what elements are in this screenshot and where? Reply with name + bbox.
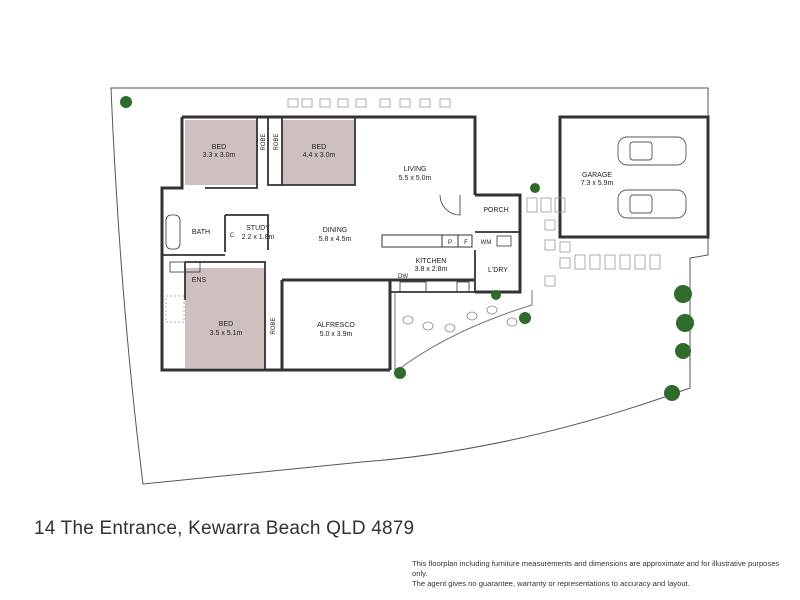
dw-label: DW [398,274,408,280]
disclaimer: This floorplan including furniture measu… [412,559,792,589]
ensuite-vanity [169,261,201,273]
porch-door [439,194,461,216]
alfresco-name: ALFRESCO [317,322,355,329]
bed-3-name: BED [219,321,233,328]
property-address: 14 The Entrance, Kewarra Beach QLD 4879 [34,518,415,539]
garage-dims: 7.3 x 5.9m [581,180,614,187]
lot-boundary [110,87,709,485]
bed-3-area [185,268,265,368]
disclaimer-line-2: The agent gives no guarantee, warranty o… [412,579,690,588]
living-name: LIVING [404,166,427,173]
kitchen-name: KITCHEN [416,258,447,265]
bathtub [165,214,181,250]
stepping-stones [402,305,518,333]
living-dims: 5.5 x 5.0m [399,175,432,182]
study-dims: 2.2 x 1.8m [242,234,275,241]
shrub-icon [120,96,694,401]
bed-1-area [185,120,257,185]
bath-name: BATH [192,229,210,236]
garage-name: GARAGE [582,172,612,179]
dining-dims: 5.8 x 4.5m [319,236,352,243]
garden-edge [394,290,533,374]
window-paving-top [287,98,451,108]
robe-1-label: ROBE [261,133,267,150]
wm-label: WM [481,240,492,246]
bed-2-area [282,120,354,185]
ens-name: ENS [192,277,207,284]
internal-walls [162,117,520,370]
pantry-label: P [448,240,452,246]
kitchen-dims: 3.8 x 2.8m [415,266,448,273]
bed-3-dims: 3.5 x 5.1m [210,330,243,337]
alfresco-dims: 5.0 x 3.9m [320,331,353,338]
disclaimer-line-1: This floorplan including furniture measu… [412,559,780,578]
bed-1-dims: 3.3 x 3.0m [203,152,236,159]
bed-1-name: BED [212,144,226,151]
robe-3-label: ROBE [271,317,277,334]
car-icon [617,136,687,219]
shower [165,295,185,323]
driveway-paving [526,197,661,287]
laundry-tub [496,235,512,247]
laundry-name: L'DRY [488,267,508,274]
robe-2-label: ROBE [274,133,280,150]
kitchen-island [381,234,473,248]
bed-2-name: BED [312,144,326,151]
fridge-label: F [464,240,468,246]
floor-plan: BED 3.3 x 3.0m BED 4.4 x 3.0m LIVING 5.5… [110,87,710,485]
cooktop [456,281,470,293]
study-name: STUDY [246,225,270,232]
kitchen-sink [399,281,427,293]
garage-walls [558,115,710,239]
bed-2-dims: 4.4 x 3.0m [303,152,336,159]
dining-name: DINING [323,227,348,234]
porch-name: PORCH [483,207,508,214]
c-label: C [230,233,235,239]
